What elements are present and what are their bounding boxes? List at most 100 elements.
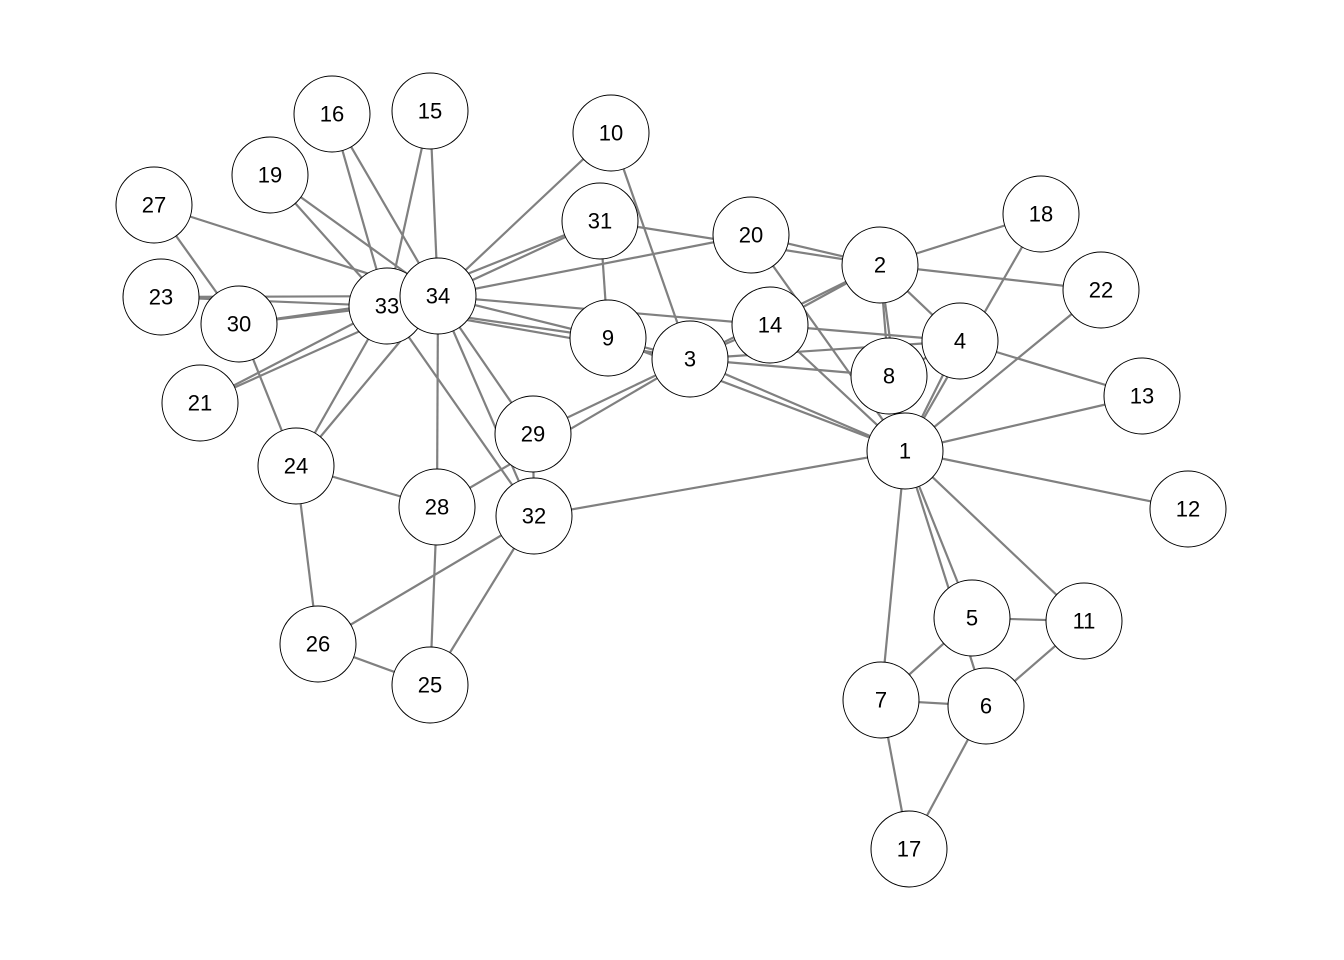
node-10: 10 xyxy=(572,94,650,172)
node-label: 12 xyxy=(1176,497,1200,522)
node-label: 13 xyxy=(1130,384,1154,409)
node-label: 19 xyxy=(258,163,282,188)
node-label: 32 xyxy=(522,504,546,529)
edge-1-6 xyxy=(903,450,988,707)
edge-1-13 xyxy=(904,394,1143,453)
node-circle xyxy=(651,320,729,398)
node-label: 18 xyxy=(1029,202,1053,227)
node-label: 23 xyxy=(149,285,173,310)
node-circle xyxy=(1103,357,1181,435)
node-11: 11 xyxy=(1045,582,1123,660)
edge-1-20 xyxy=(750,234,906,452)
edge-1-22 xyxy=(904,289,1102,452)
node-label: 31 xyxy=(588,209,612,234)
node-circle xyxy=(842,661,920,739)
node-circle xyxy=(731,286,809,364)
node-circle xyxy=(399,257,477,335)
node-circle xyxy=(1062,251,1140,329)
node-29: 29 xyxy=(494,395,572,473)
node-5: 5 xyxy=(933,579,1011,657)
node-circle xyxy=(569,299,647,377)
node-label: 17 xyxy=(897,837,921,862)
node-label: 3 xyxy=(684,347,696,372)
node-label: 7 xyxy=(875,688,887,713)
node-circle xyxy=(947,667,1025,745)
node-label: 21 xyxy=(188,391,212,416)
node-19: 19 xyxy=(231,136,309,214)
node-circle xyxy=(712,196,790,274)
node-label: 4 xyxy=(954,329,966,354)
node-label: 28 xyxy=(425,495,449,520)
edge-20-34 xyxy=(437,233,752,298)
node-circle xyxy=(115,166,193,244)
node-label: 25 xyxy=(418,673,442,698)
node-20: 20 xyxy=(712,196,790,274)
node-1: 1 xyxy=(866,412,944,490)
node-circle xyxy=(200,285,278,363)
node-21: 21 xyxy=(161,364,239,442)
node-2: 2 xyxy=(841,226,919,304)
node-circle xyxy=(494,395,572,473)
edge-3-10 xyxy=(609,132,692,360)
node-circle xyxy=(933,579,1011,657)
node-circle xyxy=(293,75,371,153)
node-label: 20 xyxy=(739,223,763,248)
node-circle xyxy=(122,258,200,336)
edge-1-12 xyxy=(904,449,1189,511)
edge-3-4 xyxy=(689,339,961,361)
node-label: 14 xyxy=(758,313,782,338)
node-circle xyxy=(841,226,919,304)
node-circle xyxy=(572,94,650,172)
node-12: 12 xyxy=(1149,470,1227,548)
node-25: 25 xyxy=(391,646,469,724)
node-label: 27 xyxy=(142,193,166,218)
node-circle xyxy=(1045,582,1123,660)
nodes-layer: 1234567891011121314151617181920212223242… xyxy=(115,72,1227,888)
node-label: 10 xyxy=(599,121,623,146)
node-label: 11 xyxy=(1073,609,1096,634)
node-30: 30 xyxy=(200,285,278,363)
node-label: 5 xyxy=(966,606,978,631)
node-label: 29 xyxy=(521,422,545,447)
node-23: 23 xyxy=(122,258,200,336)
edge-1-11 xyxy=(904,450,1085,622)
edge-1-32 xyxy=(533,449,906,518)
node-circle xyxy=(279,605,357,683)
node-circle xyxy=(161,364,239,442)
node-circle xyxy=(398,468,476,546)
node-4: 4 xyxy=(921,302,999,380)
node-16: 16 xyxy=(293,75,371,153)
edge-26-32 xyxy=(317,515,535,645)
node-label: 1 xyxy=(899,439,911,464)
node-18: 18 xyxy=(1002,175,1080,253)
node-label: 24 xyxy=(284,454,308,479)
node-label: 8 xyxy=(883,364,895,389)
node-22: 22 xyxy=(1062,251,1140,329)
node-label: 2 xyxy=(874,253,886,278)
edge-10-34 xyxy=(437,132,612,297)
node-label: 30 xyxy=(227,312,251,337)
node-circle xyxy=(231,136,309,214)
edge-1-3 xyxy=(689,357,906,453)
node-label: 33 xyxy=(375,294,399,319)
node-label: 9 xyxy=(602,326,614,351)
node-label: 6 xyxy=(980,694,992,719)
node-6: 6 xyxy=(947,667,1025,745)
node-circle xyxy=(921,302,999,380)
node-34: 34 xyxy=(399,257,477,335)
node-circle xyxy=(870,810,948,888)
node-circle xyxy=(391,646,469,724)
node-label: 15 xyxy=(418,99,442,124)
edge-32-33 xyxy=(386,305,535,517)
node-9: 9 xyxy=(569,299,647,377)
node-15: 15 xyxy=(391,72,469,150)
node-circle xyxy=(391,72,469,150)
node-label: 16 xyxy=(320,102,344,127)
node-28: 28 xyxy=(398,468,476,546)
node-13: 13 xyxy=(1103,357,1181,435)
node-7: 7 xyxy=(842,661,920,739)
node-label: 34 xyxy=(426,284,450,309)
node-3: 3 xyxy=(651,320,729,398)
node-circle xyxy=(495,477,573,555)
